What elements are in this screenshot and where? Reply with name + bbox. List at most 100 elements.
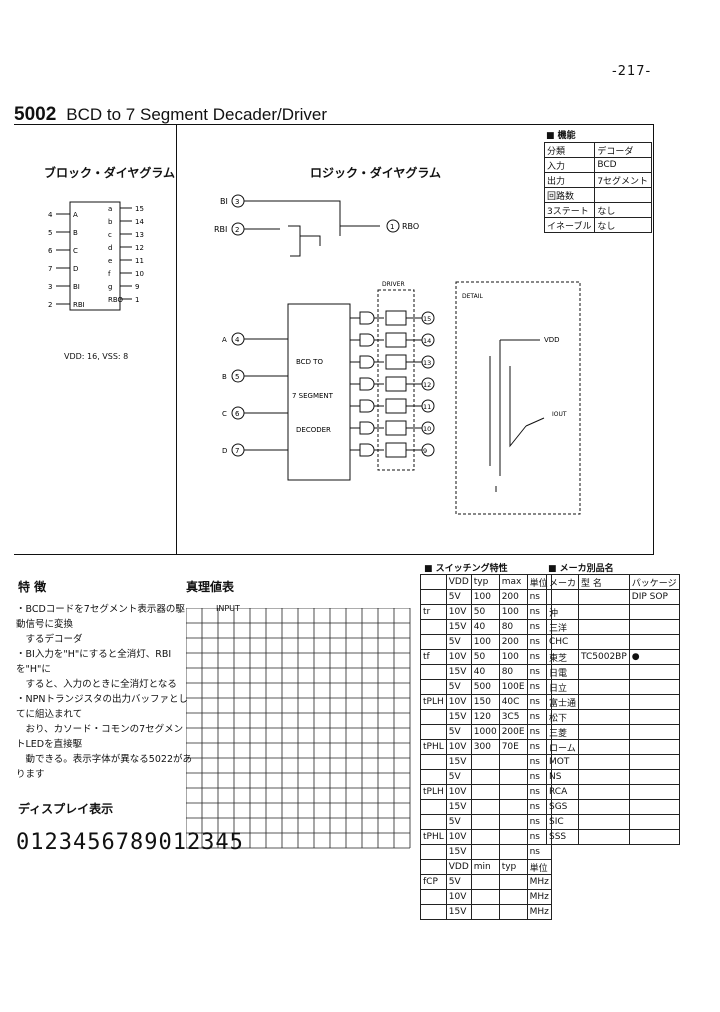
table-cell [420,664,447,680]
table-cell [470,829,500,845]
truth-table-heading: 真理値表 [186,580,235,594]
driver-cell [385,332,407,348]
function-row: 回路数 [543,187,652,203]
feature-item: ・BI入力を"H"にすると全消灯、RBIを"H"に [16,649,172,675]
table-cell: 松下 [545,709,580,725]
function-cell: デコーダ [594,142,652,158]
table-cell: MHz [526,904,552,920]
table-cell: DIP SOP [628,589,680,605]
decoder-label-2: 7 SEGMENT [292,392,334,400]
block-out-pin: 14 [135,218,144,226]
function-cell: なし [594,217,652,233]
table-cell: ローム [545,739,580,755]
table-cell: 5V [445,814,472,830]
table-cell [578,679,630,695]
makers-heading: ■ メーカ別品名 [548,564,614,574]
table-cell [470,769,500,785]
function-row: 分類デコーダ [543,142,652,158]
rbo-label: RBO [402,222,419,231]
driver-cell [385,442,407,458]
block-out-label: d [108,244,112,252]
driver-cell [385,354,407,370]
table-cell: 15V [445,799,472,815]
page-number: -217- [612,64,652,79]
table-cell: パッケージ [628,574,680,590]
block-out-pin: 11 [135,257,144,265]
table-cell [578,619,630,635]
block-out-pin: 13 [135,231,144,239]
block-out-pin: 10 [135,270,144,278]
table-cell [628,619,680,635]
table-cell: 5V [445,769,472,785]
table-cell: 沖 [545,604,580,620]
feature-item: ・BCDコードを7セグメント表示器の駆動信号に変換 [16,604,185,630]
table-cell: 100 [498,649,528,665]
block-in-label: D [73,265,78,273]
table-cell: 単位 [526,859,552,875]
table-cell: 200 [498,634,528,650]
function-heading: ■ 機能 [546,131,576,141]
table-cell: 日立 [545,679,580,695]
table-cell: 15V [445,754,472,770]
block-in-pin: 7 [48,265,52,273]
block-out-pin: 9 [135,283,139,291]
maker-row: MOT [545,754,680,770]
table-cell [420,679,447,695]
maker-row: 三洋 [545,619,680,635]
block-in-pin: 5 [48,229,52,237]
table-cell [420,889,447,905]
table-cell [628,664,680,680]
switching-heading: ■ スイッチング特性 [424,564,508,574]
output-gate [350,421,384,435]
table-cell: 10V [445,649,472,665]
top-rule [14,124,654,125]
table-cell [578,604,630,620]
block-out-label: b [108,218,113,226]
table-cell: 40 [470,664,500,680]
table-cell: 15V [445,664,472,680]
table-cell: VDD [445,574,472,590]
table-cell [578,589,630,605]
display-digits: 0123456789012345 [16,830,244,855]
part-number: 5002 [14,104,57,125]
table-cell [628,724,680,740]
table-cell [420,589,447,605]
table-cell: 80 [498,664,528,680]
feature-item: するデコーダ [16,634,83,645]
function-cell: 7セグメント [594,172,652,188]
table-cell: TC5002BP [578,649,630,665]
logic-out-pin: 10 [423,425,431,433]
driver-cell [385,420,407,436]
table-cell: 5V [445,724,472,740]
maker-row: NS [545,769,680,785]
table-cell: MHz [526,889,552,905]
table-cell [498,904,528,920]
table-cell [470,754,500,770]
table-cell: 100E [498,679,528,695]
function-row: 3ステートなし [543,202,652,218]
table-cell [578,634,630,650]
table-cell: 100 [470,634,500,650]
table-cell: SSS [545,829,580,845]
driver-label: DRIVER [382,281,405,288]
iout-label: IOUT [552,411,567,418]
table-cell: RCA [545,784,580,800]
block-in-pin: 3 [48,283,52,291]
table-cell: tPLH [420,784,447,800]
table-cell: 200 [498,589,528,605]
table-cell: 80 [498,619,528,635]
table-cell [498,829,528,845]
output-gate [350,355,384,369]
